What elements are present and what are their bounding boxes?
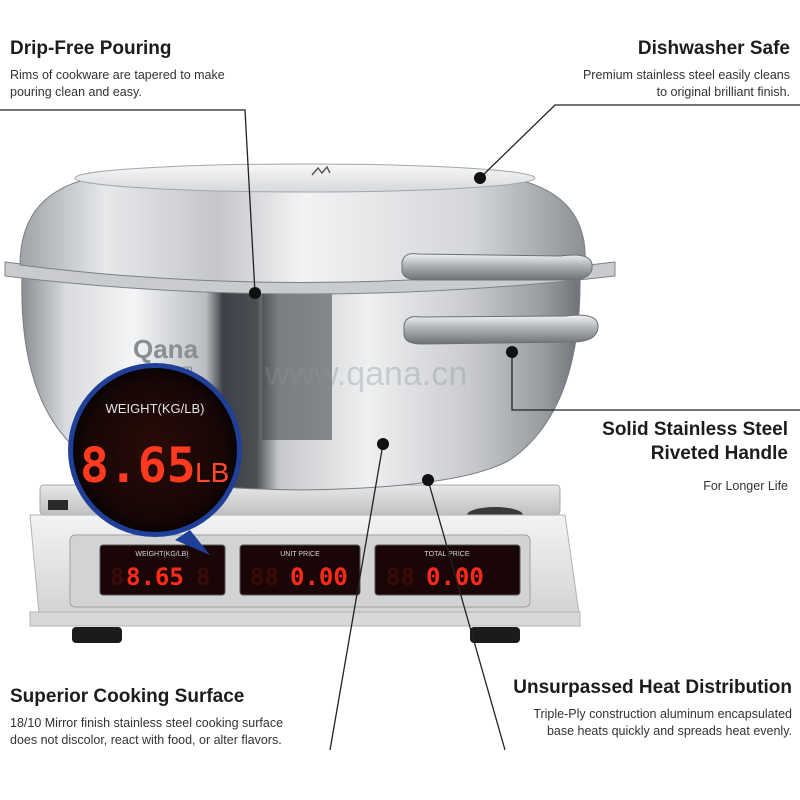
lid-brand-icon xyxy=(311,165,331,176)
callout-title: Drip-Free Pouring xyxy=(10,38,172,59)
callout-text: to original brilliant finish. xyxy=(656,84,790,99)
zoom-weight-value: 8.65 xyxy=(80,438,196,494)
total-price-display: TOTAL PRICE 88 0.00 xyxy=(374,544,521,596)
callout-title: Dishwasher Safe xyxy=(637,38,790,59)
leader-surface xyxy=(329,443,384,751)
callout-riveted-handle: Solid Stainless Steel Riveted Handle For… xyxy=(488,418,788,494)
callout-text: Rims of cookware are tapered to make xyxy=(10,67,225,82)
callout-drip-free: Drip-Free Pouring Rims of cookware are t… xyxy=(10,37,290,101)
callout-title: Solid Stainless Steel xyxy=(602,419,788,440)
weight-value: 8.65 xyxy=(126,563,184,591)
svg-text:8: 8 xyxy=(110,563,124,591)
callout-title: Riveted Handle xyxy=(650,442,788,464)
total-price-label: TOTAL PRICE xyxy=(425,551,470,558)
callout-text: For Longer Life xyxy=(703,478,788,493)
weight-display: WEIGHT(KG/LB) 8 8 8.65 xyxy=(99,544,226,596)
callout-text: Triple-Ply construction aluminum encapsu… xyxy=(533,706,792,721)
leader-heat xyxy=(427,479,506,751)
pot-handle xyxy=(403,314,599,345)
svg-text:88: 88 xyxy=(250,563,279,591)
lid-handle xyxy=(401,253,593,281)
unit-price-display: UNIT PRICE 88 0.00 xyxy=(239,544,361,596)
zoom-weight-unit: LB xyxy=(195,457,229,488)
callout-leaders xyxy=(0,104,800,751)
callout-text: 18/10 Mirror finish stainless steel cook… xyxy=(10,715,284,730)
watermark: www.qana.cn xyxy=(264,355,467,393)
leader-handle xyxy=(511,352,800,411)
total-price-value: 0.00 xyxy=(426,563,484,591)
callout-heat-distribution: Unsurpassed Heat Distribution Triple-Ply… xyxy=(472,676,792,740)
weight-zoom-bubble: WEIGHT(KG/LB) 8.65 LB xyxy=(68,363,242,555)
leader-dishwasher xyxy=(479,104,800,179)
svg-text:88: 88 xyxy=(386,563,415,591)
unit-price-value: 0.00 xyxy=(290,563,348,591)
callout-dishwasher-safe: Dishwasher Safe Premium stainless steel … xyxy=(490,37,790,101)
callout-text: Premium stainless steel easily cleans xyxy=(582,67,790,82)
callout-text: pouring clean and easy. xyxy=(10,84,142,99)
callout-text: does not discolor, react with food, or a… xyxy=(10,732,282,747)
unit-price-label: UNIT PRICE xyxy=(280,551,320,558)
zoom-weight-label: WEIGHT(KG/LB) xyxy=(106,401,205,416)
svg-text:8: 8 xyxy=(196,563,210,591)
callout-text: base heats quickly and spreads heat even… xyxy=(546,723,792,738)
weight-label: WEIGHT(KG/LB) xyxy=(135,551,188,558)
brand-logo: Qana xyxy=(133,334,199,364)
callout-title: Unsurpassed Heat Distribution xyxy=(513,677,792,698)
callout-cooking-surface: Superior Cooking Surface 18/10 Mirror fi… xyxy=(10,685,330,749)
callout-title: Superior Cooking Surface xyxy=(10,686,245,707)
leader-drip-free xyxy=(0,109,256,294)
